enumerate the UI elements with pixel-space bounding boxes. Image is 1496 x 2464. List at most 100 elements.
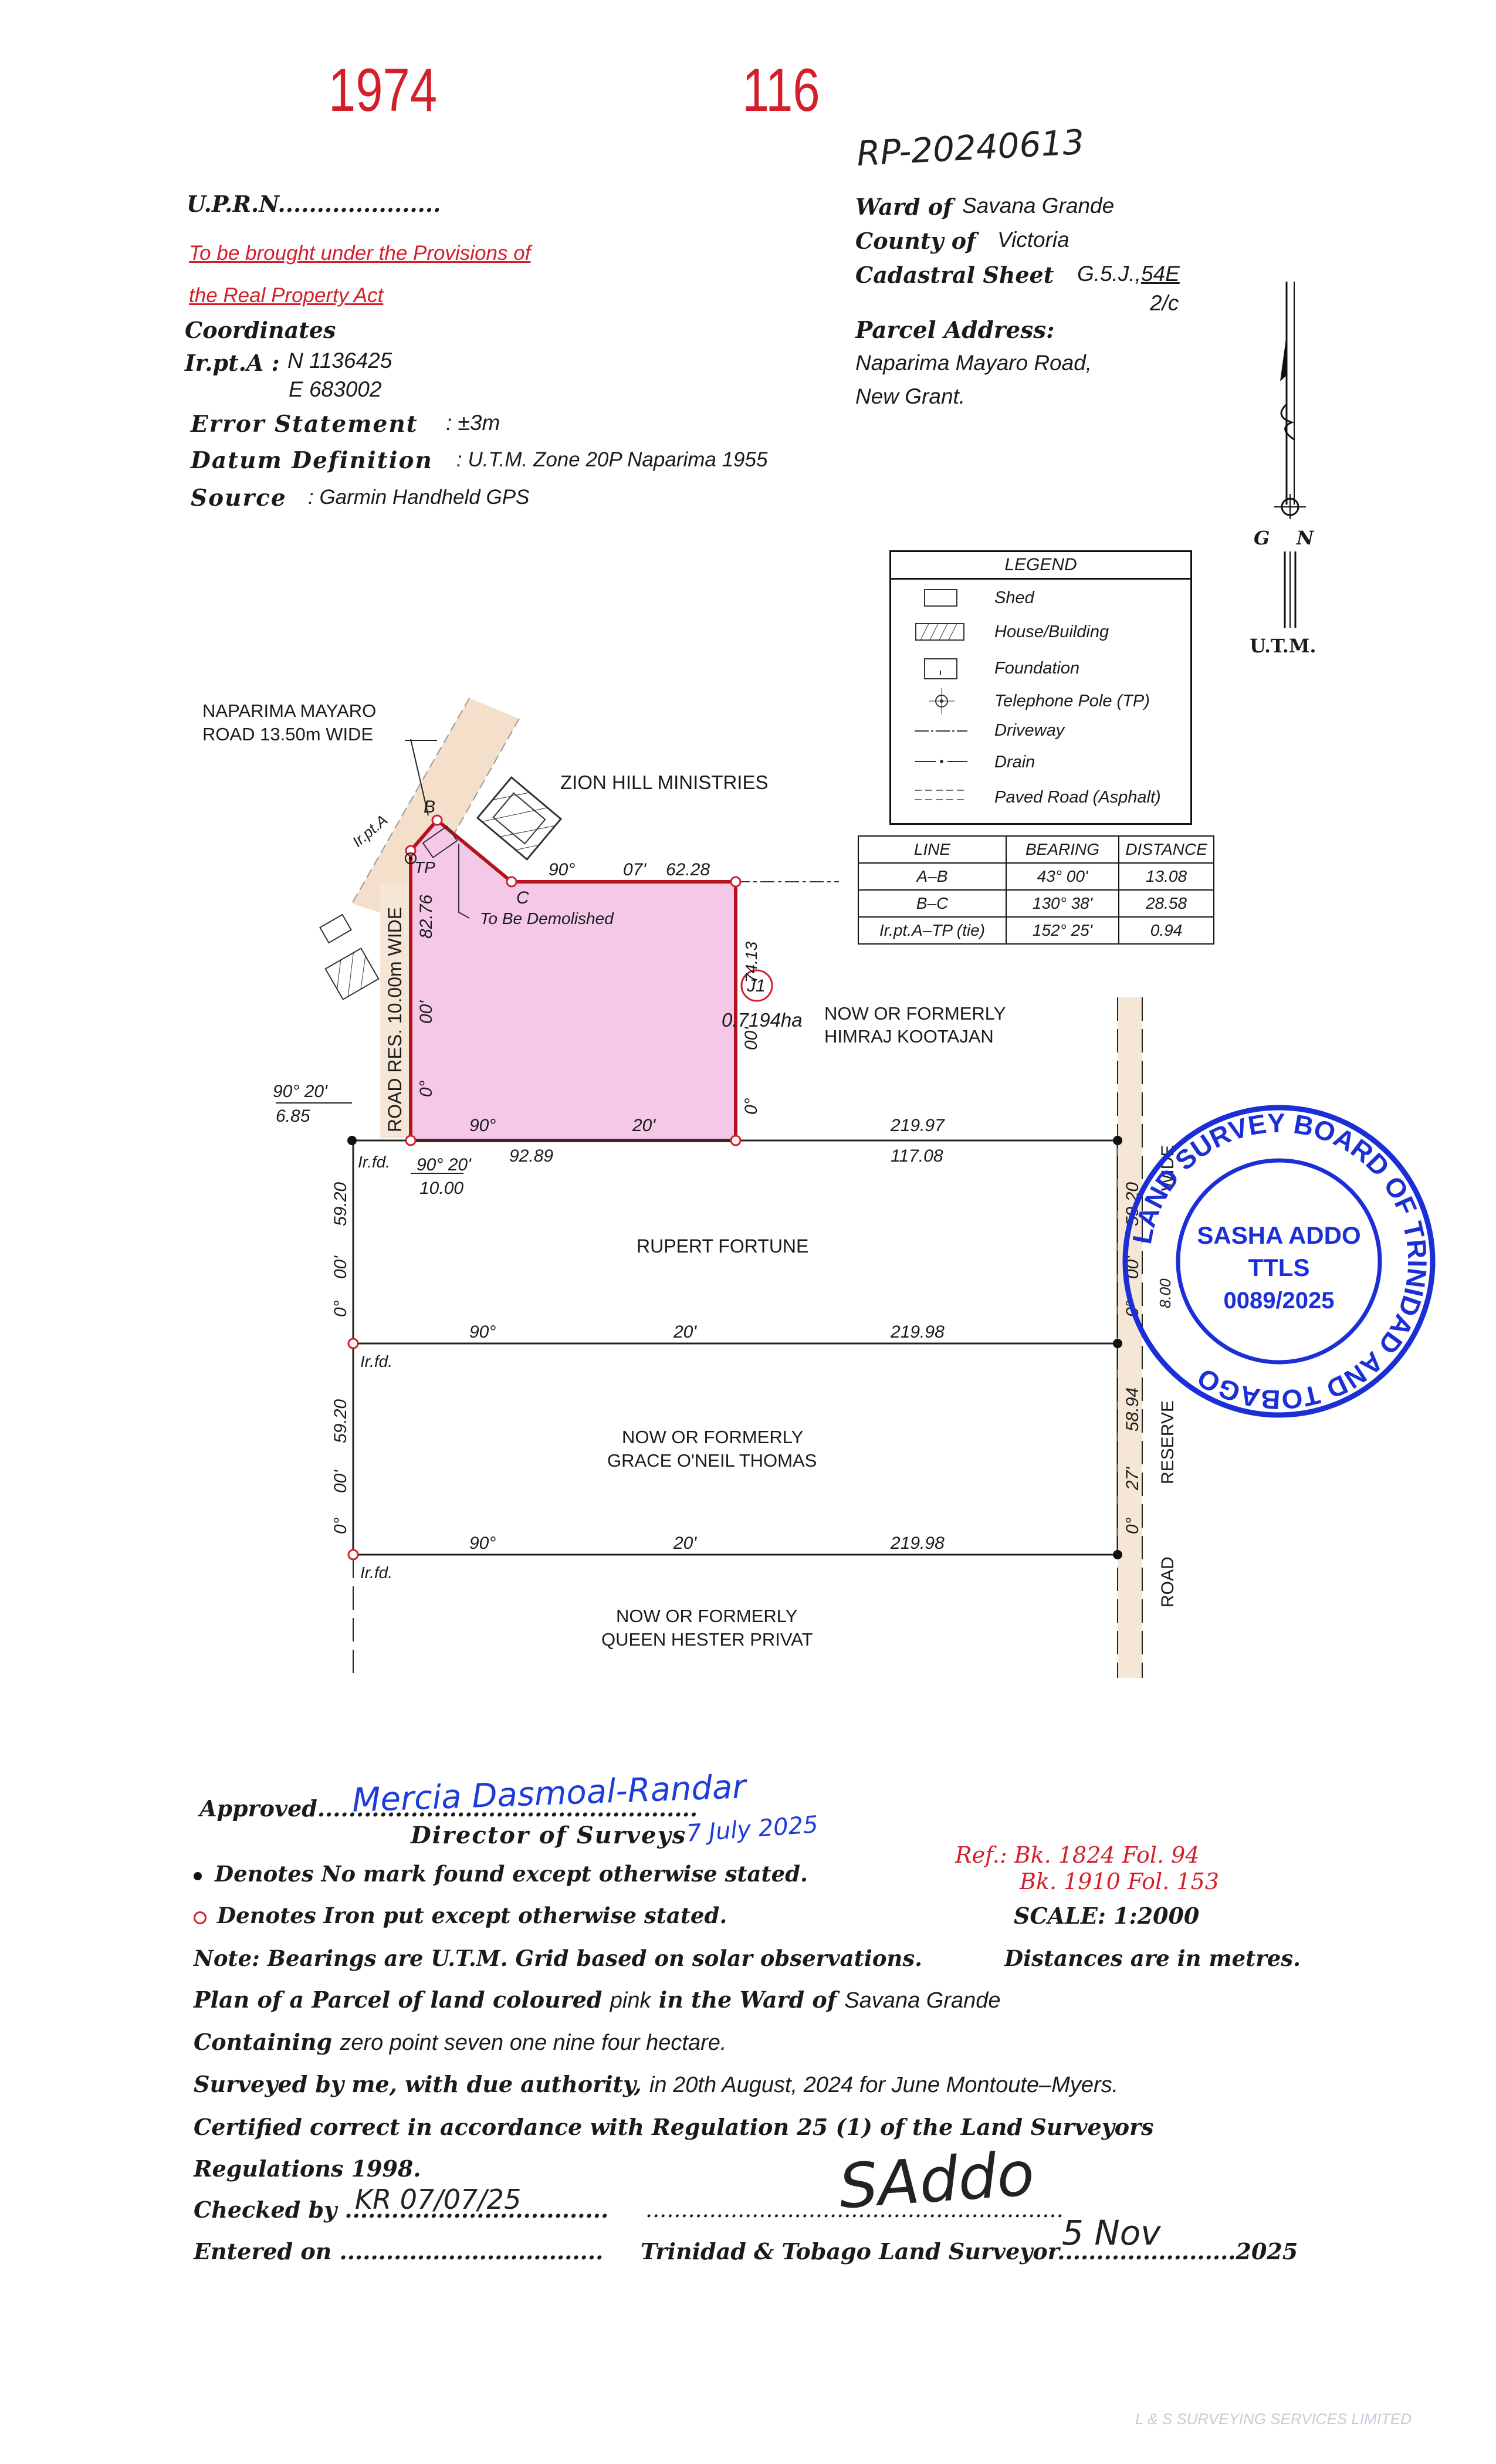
- iron-put-circle-icon: [194, 1911, 207, 1924]
- house-building-icon: [476, 776, 563, 861]
- top-bearing-min: 07': [623, 860, 647, 879]
- seal-title: TTLS: [1248, 1254, 1310, 1281]
- ward-value: Savana Grande: [962, 194, 1115, 218]
- line2-min: 20': [673, 1322, 697, 1342]
- lot-bottom-min: 20': [632, 1116, 656, 1135]
- legend-title: LEGEND: [891, 552, 1190, 580]
- road-reserve-west: [380, 883, 409, 1138]
- signature-line: ........................................…: [645, 2196, 1064, 2222]
- north-g-label: G: [1254, 527, 1270, 549]
- entered-label: Entered on .............................…: [194, 2238, 604, 2265]
- plan-number-left: 1974: [329, 56, 438, 124]
- top-bearing-deg: 90°: [549, 860, 575, 879]
- road-reserve-label: ROAD RES. 10.00m WIDE: [384, 907, 405, 1132]
- no-mark-legend: Denotes No mark found except otherwise s…: [194, 1861, 808, 1887]
- grace-left-min: 00': [331, 1470, 350, 1493]
- scale-label: SCALE: 1:2000: [1014, 1903, 1200, 1929]
- line2-dist: 219.98: [890, 1322, 945, 1342]
- rpa-line-1: To be brought under the Provisions of: [189, 242, 531, 265]
- irfd-label-3: Ir.fd.: [360, 1563, 392, 1582]
- east-minutes: 00': [742, 1027, 761, 1050]
- demolish-label: To Be Demolished: [480, 909, 614, 928]
- grace-label-2: GRACE O'NEIL THOMAS: [607, 1450, 817, 1471]
- source-label: Source: [191, 485, 287, 512]
- iron-put-legend: Denotes Iron put except otherwise stated…: [194, 1903, 727, 1928]
- driveway-line-icon: [915, 730, 967, 732]
- shed-icon: [924, 589, 957, 607]
- error-value: : ±3m: [446, 411, 500, 435]
- coordinates-label: Coordinates: [185, 317, 336, 343]
- uprn-label: U.P.R.N.....................: [187, 191, 441, 217]
- queen-label-1: NOW OR FORMERLY: [616, 1606, 797, 1626]
- point-tp-label: TP: [414, 858, 435, 876]
- parcel-label: Parcel Address:: [855, 317, 1055, 344]
- reference-line-2: Bk. 1910 Fol. 153: [1020, 1869, 1219, 1894]
- top-distance: 62.28: [666, 860, 710, 879]
- house-building-icon: [915, 623, 964, 641]
- north-coordinate: N 1136425: [287, 348, 392, 373]
- legend-shed: Shed: [891, 584, 1190, 615]
- west-minutes: 00': [417, 1000, 436, 1024]
- error-label: Error Statement: [191, 411, 418, 438]
- himraj-label-2: HIMRAJ KOOTAJAN: [824, 1026, 994, 1047]
- county-value: Victoria: [997, 228, 1069, 252]
- queen-label-2: QUEEN HESTER PRIVAT: [601, 1629, 813, 1650]
- rpa-line-2: the Real Property Act: [189, 284, 384, 307]
- lot-bottom-rest: 117.08: [891, 1146, 943, 1166]
- no-mark-dot-icon: [194, 1871, 202, 1880]
- lot-bottom-total: 219.97: [890, 1116, 945, 1135]
- footer-watermark: L & S SURVEYING SERVICES LIMITED: [1135, 2410, 1412, 2428]
- plan-description: Plan of a Parcel of land coloured pink i…: [194, 1986, 1001, 2013]
- checked-label: Checked by .............................…: [194, 2196, 609, 2223]
- datum-value: : U.T.M. Zone 20P Naparima 1955: [456, 448, 768, 471]
- iron-put-markers: [347, 814, 742, 1561]
- cadastral-sub: 2/c: [1150, 291, 1179, 315]
- director-label: Director of Surveys: [411, 1822, 687, 1849]
- point-irpta-label: Ir.pt.A: [349, 811, 391, 851]
- telephone-pole-icon: [929, 688, 955, 714]
- road-top-label-1: NAPARIMA MAYARO: [202, 700, 376, 721]
- west-degrees: 0°: [417, 1080, 436, 1097]
- point-c-label: C: [516, 888, 529, 908]
- grace-left-dist: 59.20: [331, 1399, 350, 1443]
- east-degrees: 0°: [742, 1098, 761, 1115]
- surveyor-date: 5 Nov: [1062, 2213, 1161, 2253]
- rupert-left-min: 00': [331, 1255, 350, 1279]
- irfd-label-2: Ir.fd.: [360, 1352, 392, 1370]
- lot-bottom-deg: 90°: [469, 1116, 496, 1135]
- drain-line-icon: [915, 760, 967, 763]
- legend-house: House/Building: [891, 618, 1190, 649]
- cadastral-label: Cadastral Sheet: [855, 262, 1054, 288]
- table-row: A–B 43° 00' 13.08: [858, 862, 1214, 891]
- datum-label: Datum Definition: [191, 447, 433, 474]
- telephone-pole-icon: [405, 852, 417, 864]
- road-top-label-2: ROAD 13.50m WIDE: [202, 724, 373, 744]
- table-row: Ir.pt.A–TP (tie) 152° 25' 0.94: [858, 916, 1214, 945]
- naparima-mayaro-road: [352, 698, 519, 921]
- legend-drain: Drain: [891, 750, 1190, 782]
- county-label: County of: [855, 228, 976, 254]
- lot-id-circle: [740, 969, 773, 1002]
- point-b-label: B: [424, 797, 435, 817]
- irfd-label-1: Ir.fd.: [358, 1153, 390, 1171]
- seal-name: SASHA ADDO: [1197, 1221, 1360, 1249]
- survey-plan-drawing: NAPARIMA MAYARO ROAD 13.50m WIDE ZION HI…: [202, 698, 1436, 1678]
- distance-note: Distances are in metres.: [1004, 1945, 1301, 1971]
- legend-box: LEGEND Shed House/Building Foundation Te…: [889, 550, 1192, 825]
- lot-area: 0.7194ha: [722, 1009, 803, 1031]
- north-n-label: N: [1297, 527, 1314, 549]
- lot-id: J1: [746, 976, 766, 996]
- grace-label-1: NOW OR FORMERLY: [622, 1427, 803, 1447]
- surveyed-line: Surveyed by me, with due authority, in 2…: [194, 2071, 1119, 2097]
- rupert-left-deg: 0°: [331, 1300, 350, 1317]
- ward-label: Ward of: [855, 194, 953, 220]
- director-date: 7 July 2025: [685, 1811, 819, 1847]
- containing-line: Containing zero point seven one nine fou…: [194, 2029, 727, 2055]
- east-coordinate: E 683002: [289, 377, 382, 401]
- line3-min: 20': [673, 1534, 697, 1553]
- grace-left-deg: 0°: [331, 1517, 350, 1534]
- irpta-label: Ir.pt.A :: [185, 350, 280, 376]
- north-arrow-head-icon: [1280, 334, 1287, 381]
- reference-line-1: Ref.: Bk. 1824 Fol. 94: [955, 1842, 1200, 1868]
- grace-right-deg: 0°: [1123, 1517, 1142, 1534]
